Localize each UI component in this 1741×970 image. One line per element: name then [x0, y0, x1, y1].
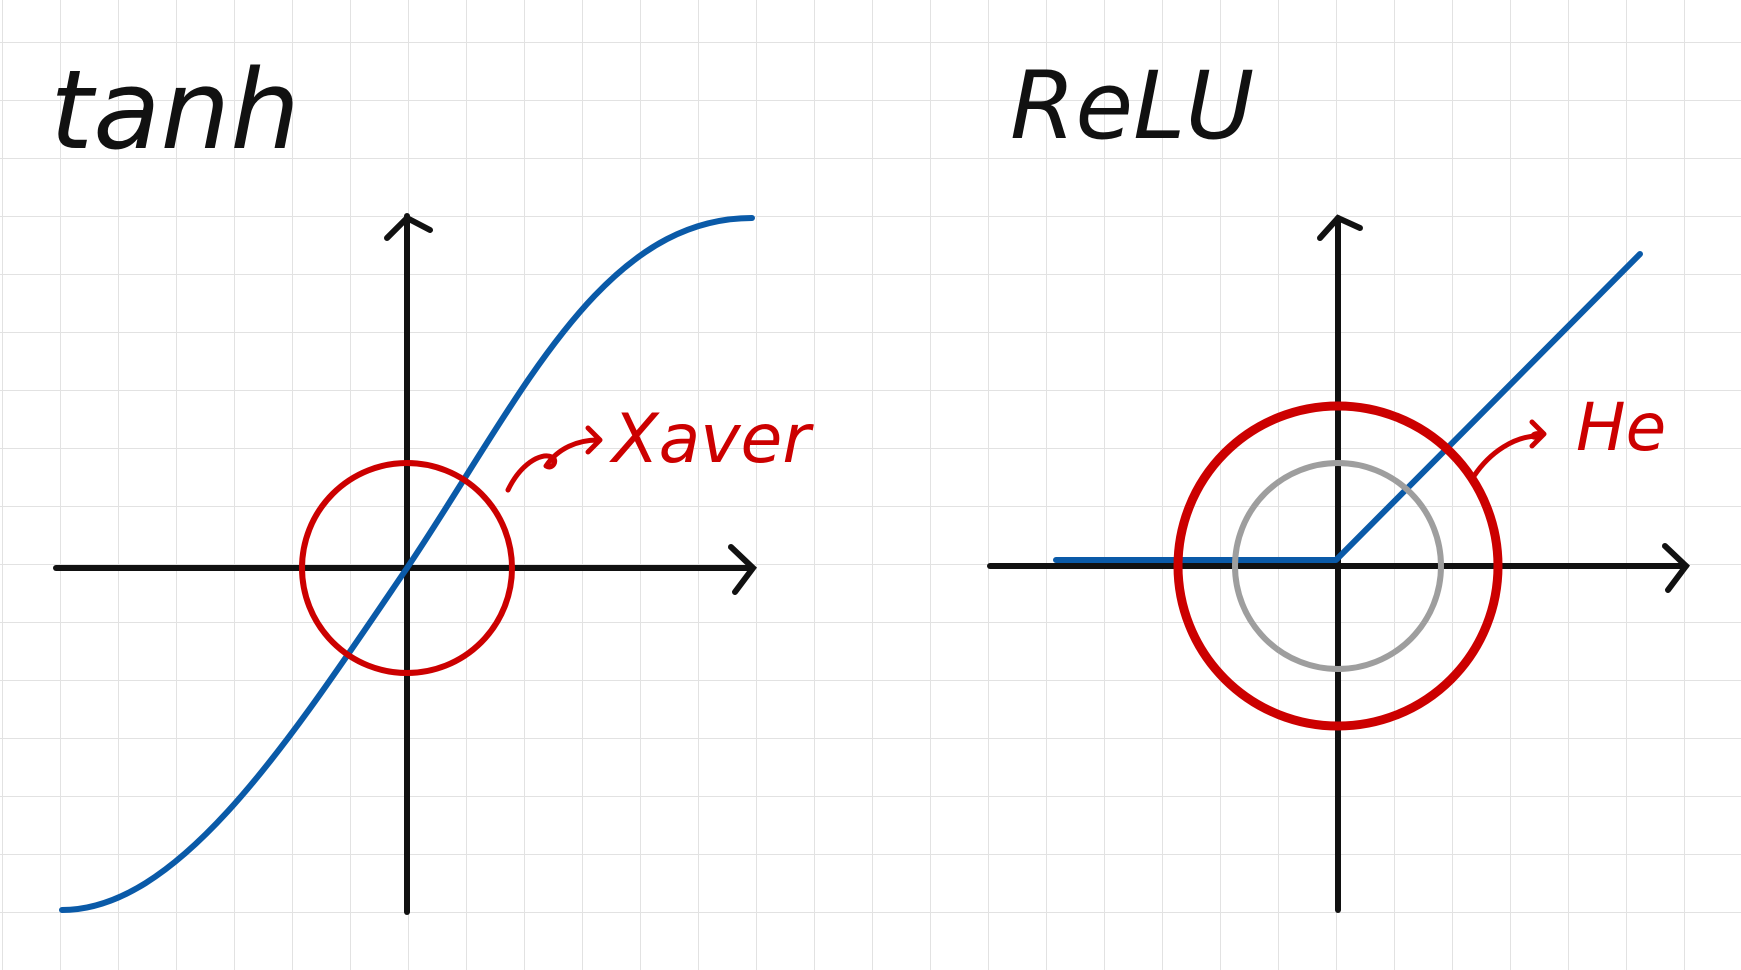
relu-title: ReLU — [1010, 52, 1254, 161]
tanh-panel: tanh Xaver — [50, 46, 814, 915]
he-circle — [1173, 401, 1503, 731]
curved-arrow-icon — [505, 425, 603, 493]
curved-arrow-icon — [1471, 419, 1547, 479]
xavier-circle — [299, 460, 515, 676]
reference-circle — [1232, 460, 1444, 672]
arrow-right-icon — [1662, 543, 1690, 593]
relu-panel: ReLU He — [987, 52, 1690, 913]
xavier-label: Xaver — [609, 400, 814, 479]
arrow-up-icon — [1317, 214, 1363, 241]
arrow-right-icon — [728, 544, 757, 595]
tanh-curve — [59, 215, 755, 913]
tanh-axes — [53, 213, 757, 915]
relu-curve — [1053, 251, 1643, 563]
tanh-title: tanh — [50, 46, 300, 174]
he-label: He — [1576, 389, 1666, 466]
arrow-up-icon — [384, 214, 433, 241]
relu-axes — [987, 214, 1690, 913]
